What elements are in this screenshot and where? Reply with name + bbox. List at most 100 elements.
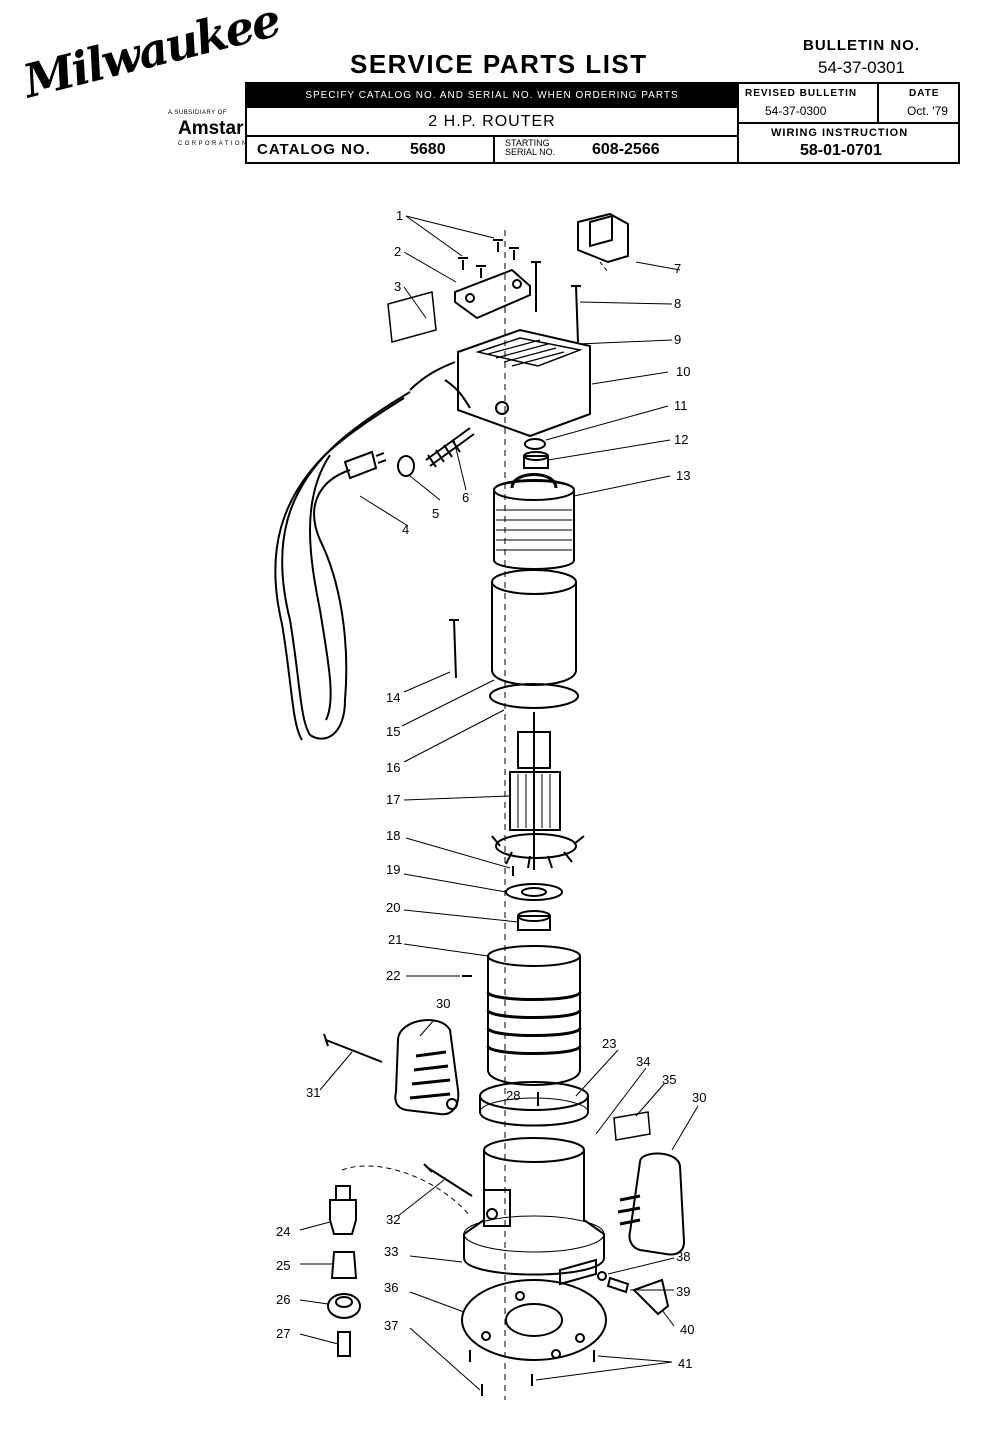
label-part-35 — [613, 1111, 651, 1141]
catalog-number: 5680 — [410, 141, 446, 158]
callout-15: 15 — [386, 724, 400, 739]
callout-24: 24 — [276, 1224, 290, 1239]
bulletin-number: 54-37-0301 — [818, 58, 905, 77]
serial-number: 608-2566 — [592, 141, 660, 158]
callout-3: 3 — [394, 279, 401, 294]
field-part-13 — [493, 473, 575, 570]
serial-label-line2: SERIAL NO. — [505, 147, 556, 157]
power-cord-part-4 — [274, 361, 471, 741]
callout-13: 13 — [676, 468, 690, 483]
callout-5: 5 — [432, 506, 439, 521]
catalog-label: CATALOG NO. — [257, 141, 371, 158]
sub-base-part-36 — [461, 1279, 607, 1361]
callout-25: 25 — [276, 1258, 290, 1273]
baffle-part-16 — [489, 683, 579, 709]
divider — [737, 84, 739, 162]
wiring-instruction-label: WIRING INSTRUCTION — [771, 127, 909, 139]
screw-part-1 — [458, 239, 519, 278]
callout-30: 30 — [436, 996, 450, 1011]
callout-33: 33 — [384, 1244, 398, 1259]
strain-relief-nut-part-5 — [397, 455, 415, 477]
callout-21: 21 — [388, 932, 402, 947]
callout-6: 6 — [462, 490, 469, 505]
callout-22: 22 — [386, 968, 400, 983]
bolt-part-32 — [427, 1167, 473, 1197]
callout-20: 20 — [386, 900, 400, 915]
callout-7: 7 — [674, 261, 681, 276]
logo-subsidiary-text: A SUBSIDIARY OF — [168, 110, 227, 116]
bolt-part-31 — [325, 1039, 383, 1063]
callout-10: 10 — [676, 364, 690, 379]
callout-16: 16 — [386, 760, 400, 775]
handle-right-part-30-right — [617, 1152, 686, 1256]
adjusting-ring-part-23 — [479, 1081, 589, 1127]
divider — [247, 135, 737, 137]
callout-12: 12 — [674, 432, 688, 447]
screw-part-27 — [337, 1331, 351, 1357]
divider — [877, 84, 879, 122]
logo-parent-name: Amstar — [178, 118, 244, 139]
serial-label-line1: STARTING — [505, 138, 550, 148]
washer-part-38 — [597, 1271, 607, 1281]
date-label: DATE — [909, 88, 940, 99]
callout-26: 26 — [276, 1292, 290, 1307]
date-value: Oct. '79 — [907, 104, 948, 118]
divider — [493, 137, 495, 162]
revised-bulletin-number: 54-37-0300 — [765, 104, 827, 118]
wiring-instruction-number: 58-01-0701 — [800, 142, 882, 159]
callout-4: 4 — [402, 522, 409, 537]
leader-lines — [299, 215, 699, 1391]
switch-cover-plate-part-2 — [454, 268, 531, 320]
washer-part-19 — [505, 883, 563, 901]
callout-41: 41 — [678, 1356, 692, 1371]
callout-35: 35 — [662, 1072, 676, 1087]
callout-8: 8 — [674, 296, 681, 311]
callout-34: 34 — [636, 1054, 650, 1069]
bulletin-label: BULLETIN NO. — [803, 37, 920, 54]
callout-39: 39 — [676, 1284, 690, 1299]
callout-1: 1 — [396, 208, 403, 223]
milwaukee-logo: Milwaukee A SUBSIDIARY OF Amstar CORPORA… — [18, 0, 284, 172]
callout-17: 17 — [386, 792, 400, 807]
spring-washer-part-11 — [524, 438, 546, 450]
brush-spring-part-6 — [425, 427, 475, 467]
motor-housing-part-21 — [486, 945, 582, 1086]
page-title: SERVICE PARTS LIST — [350, 49, 648, 79]
bearing-part-12 — [523, 455, 549, 469]
callout-40: 40 — [680, 1322, 694, 1337]
callout-19: 19 — [386, 862, 400, 877]
product-name: 2 H.P. ROUTER — [428, 113, 556, 130]
handle-left-part-30 — [394, 1018, 460, 1116]
callout-9: 9 — [674, 332, 681, 347]
housing-screw-part-14 — [453, 619, 457, 679]
callout-28: 28 — [506, 1088, 520, 1103]
logo-parent-suffix: CORPORATION — [178, 141, 249, 147]
callout-labels: 1234567891011121314151617181920212223242… — [276, 208, 706, 1371]
order-note: SPECIFY CATALOG NO. AND SERIAL NO. WHEN … — [247, 84, 737, 108]
switch-part-7 — [577, 212, 629, 273]
callout-38: 38 — [676, 1249, 690, 1264]
callout-32: 32 — [386, 1212, 400, 1227]
armature-part-17 — [491, 712, 585, 870]
callout-31: 31 — [306, 1085, 320, 1100]
nameplate-label-part-3 — [387, 291, 437, 343]
callout-18: 18 — [386, 828, 400, 843]
knob-part-40 — [632, 1278, 670, 1316]
motor-housing-top-part-10 — [457, 328, 591, 438]
callout-23: 23 — [602, 1036, 616, 1051]
collet-part-24 — [329, 1199, 357, 1235]
router-base-part-33 — [463, 1137, 605, 1286]
callout-14: 14 — [386, 690, 400, 705]
collet-part-25 — [330, 1251, 358, 1279]
stud-part-39 — [606, 1276, 630, 1294]
callout-11: 11 — [674, 398, 688, 413]
callout-30: 30 — [692, 1090, 706, 1105]
divider — [739, 122, 958, 124]
callout-2: 2 — [394, 244, 401, 259]
callout-36: 36 — [384, 1280, 398, 1295]
bearing-part-20 — [517, 915, 551, 931]
collet-nut-part-26 — [327, 1293, 361, 1319]
serial-label: STARTING SERIAL NO. — [505, 139, 555, 157]
revised-bulletin-label: REVISED BULLETIN — [745, 88, 858, 99]
